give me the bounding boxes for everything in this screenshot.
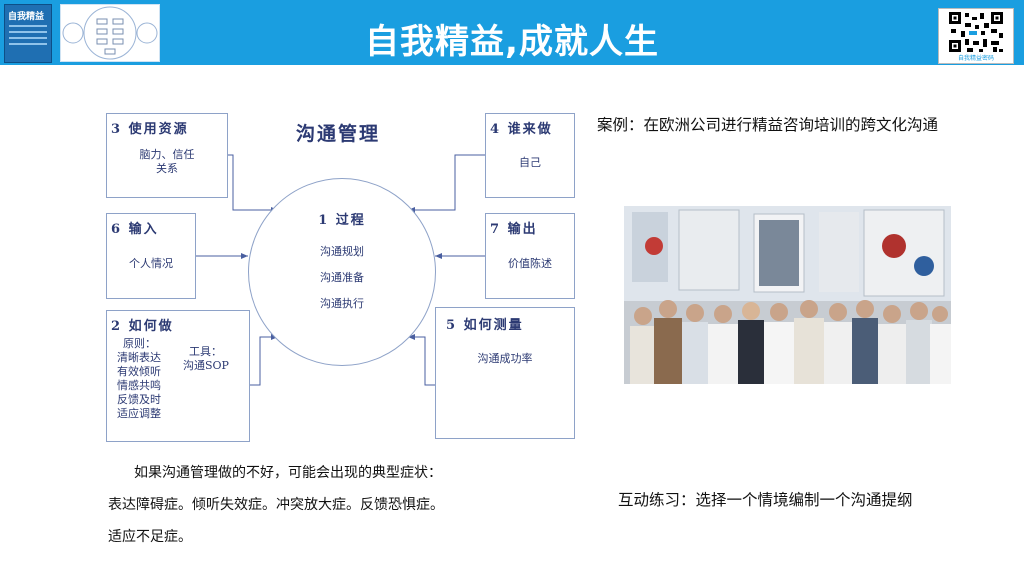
box-line: 脑力、信任 [139, 148, 195, 161]
principle-item: 清晰表达 [117, 351, 161, 364]
case-study-caption: 案例：在欧洲公司进行精益咨询培训的跨文化沟通 [597, 116, 939, 134]
header-banner: 自我精益 自我精益,成就人生 [0, 0, 1024, 65]
box-line: 个人情况 [129, 257, 173, 270]
symptoms-intro: 如果沟通管理做的不好，可能会出现的典型症状： [134, 465, 442, 481]
box-line: 关系 [156, 162, 178, 175]
box-heading: 6 输入 [111, 222, 159, 237]
group-photo-illustration [624, 206, 951, 384]
box-line: 自己 [519, 156, 541, 169]
principle-item: 情感共鸣 [117, 379, 161, 392]
diagram-title: 沟通管理 [296, 123, 381, 145]
box-how-to-measure: 5 如何测量 沟通成功率 [435, 307, 575, 439]
tool-info: 工具： 沟通SOP [183, 345, 229, 373]
process-item: 沟通规划 [320, 245, 364, 258]
training-group-photo [624, 206, 951, 384]
symptoms-list: 表达障碍症。倾听失效症。冲突放大症。反馈恐惧症。 [108, 497, 444, 513]
process-item: 沟通执行 [320, 297, 364, 310]
qr-caption: 自我精益密码 [957, 55, 994, 62]
interactive-exercise-caption: 互动练习：选择一个情境编制一个沟通提纲 [618, 491, 913, 509]
principle-item: 反馈及时 [117, 393, 161, 406]
box-who-does: 4 谁来做 自己 [485, 113, 575, 198]
principles-list: 原则： 清晰表达 有效倾听 情感共鸣 反馈及时 适应调整 [117, 337, 161, 421]
mindmap-thumbnail-graphic [62, 6, 158, 60]
box-line: 沟通成功率 [477, 352, 533, 365]
tool-value: 沟通SOP [183, 359, 229, 372]
communication-management-diagram: 沟通管理 3 使用资源 脑力、信任 关系 4 谁来做 自己 6 输入 个人情况 … [100, 105, 590, 450]
box-content: 脑力、信任 关系 [107, 148, 227, 176]
box-use-resources: 3 使用资源 脑力、信任 关系 [106, 113, 228, 198]
symptoms-list-continued: 适应不足症。 [108, 529, 192, 545]
diagram-connectors [194, 154, 485, 386]
qr-code-pattern [949, 12, 1003, 52]
page-title: 自我精益,成就人生 [365, 22, 659, 62]
process-circle: 1 过程 沟通规划 沟通准备 沟通执行 [248, 178, 436, 366]
book-title: 自我精益 [8, 12, 45, 22]
tool-label: 工具： [189, 345, 222, 358]
book-cover-thumbnail: 自我精益 [4, 4, 52, 63]
box-input: 6 输入 个人情况 [106, 213, 196, 299]
process-title: 1 过程 [318, 213, 366, 228]
principle-item: 适应调整 [117, 407, 161, 420]
principles-label: 原则： [123, 337, 156, 350]
box-heading: 2 如何做 [111, 319, 174, 334]
principle-item: 有效倾听 [117, 365, 161, 378]
process-item: 沟通准备 [320, 271, 364, 284]
box-heading: 5 如何测量 [446, 318, 524, 333]
box-output: 7 输出 价值陈述 [485, 213, 575, 299]
box-heading: 3 使用资源 [111, 122, 189, 137]
mindmap-thumbnail [60, 4, 160, 62]
box-line: 价值陈述 [508, 257, 552, 270]
qr-code: 自我精益密码 [938, 8, 1014, 64]
box-heading: 7 输出 [490, 222, 538, 237]
box-heading: 4 谁来做 [490, 122, 553, 137]
box-how-to-do: 2 如何做 原则： 清晰表达 有效倾听 情感共鸣 反馈及时 适应调整 工具： 沟… [106, 310, 250, 442]
